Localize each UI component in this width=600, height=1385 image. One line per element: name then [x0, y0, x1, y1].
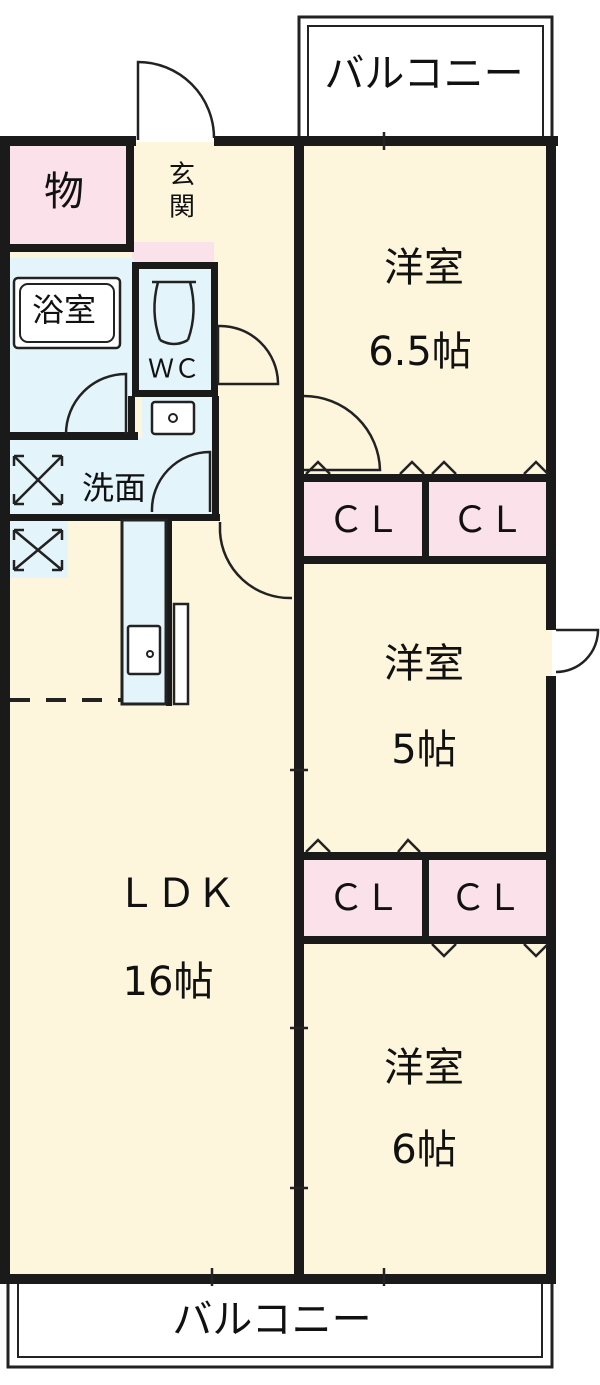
closet-3-label: ＣＬ — [328, 878, 400, 919]
room2-name: 洋室 — [384, 641, 464, 687]
wall-washroom-right — [212, 396, 219, 520]
bath-door-icon[interactable] — [64, 372, 128, 435]
wall-left — [0, 136, 10, 1284]
wall-wc-top — [132, 262, 218, 269]
wall-wc-left — [132, 262, 139, 396]
wall-bottom — [0, 1274, 556, 1284]
kitchen-cabinet — [172, 602, 190, 706]
genkan-step — [132, 242, 214, 262]
storage-room — [8, 142, 132, 246]
room1-name: 洋室 — [384, 245, 464, 291]
closet-2-label: ＣＬ — [452, 500, 524, 541]
closet-1-area — [304, 480, 424, 558]
bath-label: 浴室 — [32, 291, 96, 329]
wall-washroom-bottom — [8, 514, 220, 521]
closet-4-label: ＣＬ — [450, 878, 522, 919]
wall-closet-divider-2 — [422, 854, 429, 940]
wall-wc-right — [211, 262, 218, 396]
closet-3-4-door-marks — [305, 838, 549, 958]
wall-top-right — [214, 136, 558, 146]
washbasin-icon — [150, 400, 196, 436]
wall-bath-bottom — [8, 432, 138, 440]
washing-machine-icon — [12, 454, 64, 506]
bathtub-inner — [19, 283, 115, 343]
sink-drain-icon — [146, 650, 154, 658]
genkan-label-2: 関 — [169, 193, 195, 223]
wall-closet-divider-1 — [422, 476, 429, 562]
ldk-name: ＬＤＫ — [116, 871, 236, 917]
kitchen-sink-icon — [126, 624, 162, 676]
genkan-label-1: 玄 — [169, 161, 195, 191]
ldk-door-icon[interactable] — [218, 522, 293, 600]
wall-storage-bottom — [8, 244, 134, 252]
closet-2-area — [428, 480, 548, 558]
balcony-top-inner — [307, 25, 544, 141]
closet-1-label: ＣＬ — [328, 500, 400, 541]
room1-door-icon[interactable] — [303, 394, 382, 472]
wall-kitchen-right — [166, 520, 172, 706]
toilet-icon — [152, 280, 196, 346]
entrance-door-icon[interactable] — [136, 60, 216, 140]
balcony-bottom-inner — [17, 1276, 543, 1358]
wall-storage-right — [126, 142, 134, 252]
wall-wc-bottom — [132, 390, 218, 397]
wc-room — [134, 262, 214, 394]
wall-center-vertical — [294, 142, 304, 1277]
wall-right-upper — [546, 136, 556, 630]
washroom — [8, 438, 218, 518]
wc-label: ＷＣ — [148, 355, 200, 385]
washbasin-drain-icon — [168, 413, 178, 423]
balcony-top-label: バルコニー — [324, 51, 523, 97]
room1-size: 6.5帖 — [368, 329, 472, 375]
closet-3-area — [304, 858, 422, 938]
window-marks — [210, 132, 386, 1286]
wall-top-left — [0, 136, 136, 146]
kitchen-counter — [122, 520, 166, 704]
wc-door-icon[interactable] — [216, 324, 280, 386]
ldk-size: 16帖 — [123, 959, 214, 1005]
fridge-space-icon — [12, 528, 64, 572]
room3-name: 洋室 — [384, 1045, 464, 1091]
closet-1-2-door-marks — [305, 460, 549, 475]
storage-label: 物 — [44, 169, 84, 215]
counter-outline — [120, 518, 168, 706]
washroom-label: 洗面 — [82, 469, 146, 507]
room2-door-icon[interactable] — [555, 628, 600, 674]
balcony-bottom-label: バルコニー — [172, 1297, 371, 1343]
room3-size: 6帖 — [391, 1127, 456, 1173]
room2-size: 5帖 — [391, 727, 456, 773]
wall-right-lower — [546, 676, 556, 1284]
washroom-door-icon[interactable] — [150, 450, 212, 513]
wall-bath-right — [128, 396, 135, 440]
closet-4-area — [428, 858, 548, 938]
